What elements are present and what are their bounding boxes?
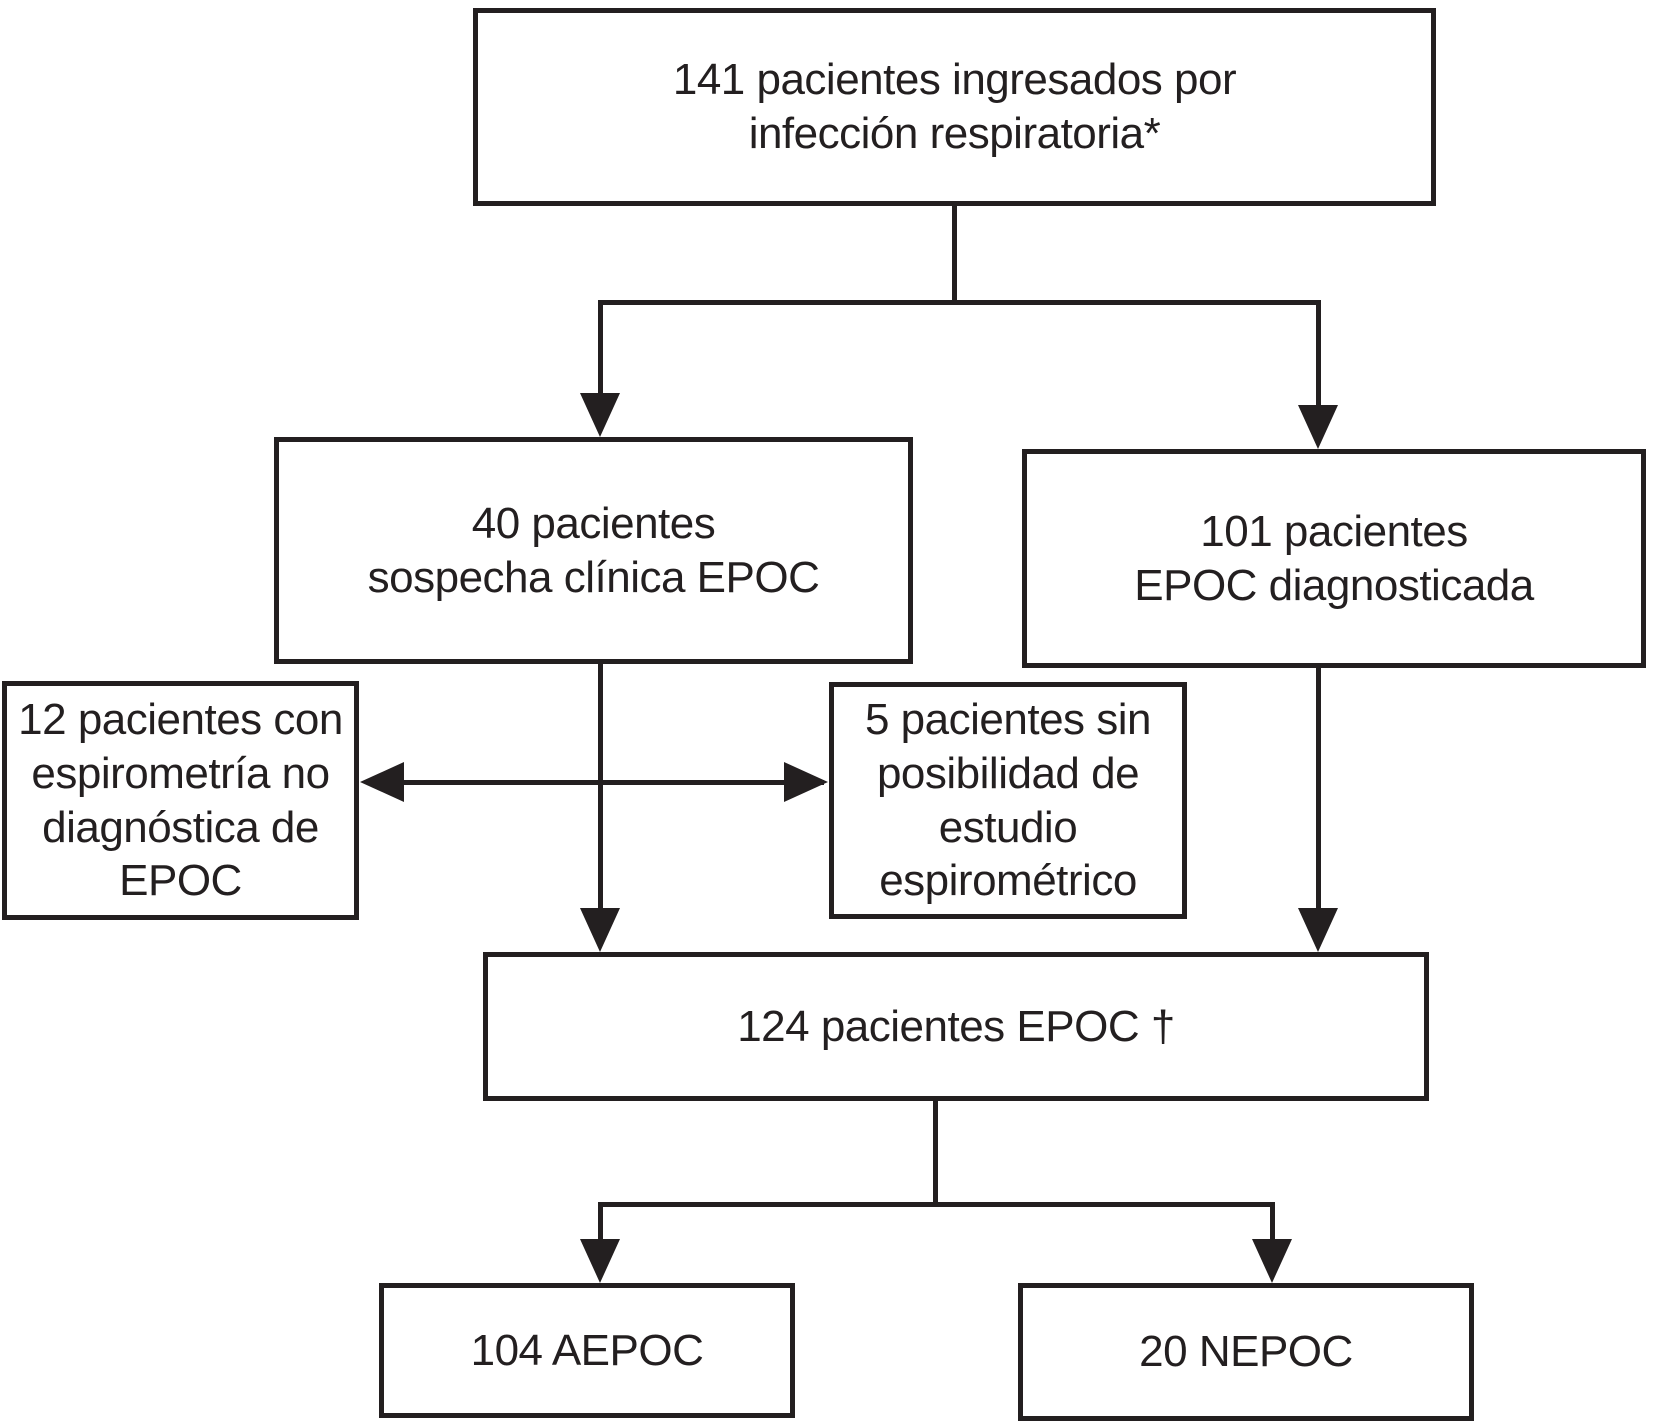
flow-node-copd-total-label: 124 pacientes EPOC † xyxy=(737,1001,1175,1051)
flow-node-non-diagnostic-spirometry: 12 pacientes con espirometría no diagnós… xyxy=(2,681,359,920)
flow-node-nepoc-label: 20 NEPOC xyxy=(1139,1327,1353,1377)
edge-admitted-branch-line xyxy=(598,300,1321,305)
arrow-down-icon xyxy=(1252,1239,1292,1283)
flow-node-no-spirometry-possible: 5 pacientes sin posibilidad de estudio e… xyxy=(829,682,1187,919)
flow-node-diagnosed-copd-label: 101 pacientes EPOC diagnosticada xyxy=(1134,506,1534,610)
edge-copd-stem-line xyxy=(933,1099,938,1207)
flow-node-nepoc: 20 NEPOC xyxy=(1018,1283,1474,1421)
flow-node-diagnosed-copd: 101 pacientes EPOC diagnosticada xyxy=(1022,449,1646,668)
flow-node-copd-total: 124 pacientes EPOC † xyxy=(483,952,1429,1101)
edge-copd-to-nepoc-line xyxy=(1270,1202,1275,1244)
arrow-down-icon xyxy=(580,908,620,952)
edge-exclusions-line xyxy=(392,780,824,785)
arrow-down-icon xyxy=(1298,405,1338,449)
edge-diagnosed-to-copd-line xyxy=(1316,665,1321,911)
edge-admitted-stem-line xyxy=(952,203,957,305)
flow-node-aepoc: 104 AEPOC xyxy=(379,1283,795,1418)
edge-copd-to-aepoc-line xyxy=(598,1202,603,1244)
arrow-down-icon xyxy=(580,1239,620,1283)
arrow-down-icon xyxy=(580,393,620,437)
edge-admitted-to-diagnosed-line xyxy=(1316,300,1321,408)
flow-node-aepoc-label: 104 AEPOC xyxy=(470,1325,704,1375)
flow-node-non-diagnostic-spirometry-label: 12 pacientes con espirometría no diagnós… xyxy=(18,695,343,906)
flow-node-admitted-label: 141 pacientes ingresados por infección r… xyxy=(672,55,1237,158)
edge-suspected-to-copd-line xyxy=(598,661,603,911)
edge-admitted-to-suspected-line xyxy=(598,300,603,396)
arrow-right-icon xyxy=(784,762,828,802)
flow-node-no-spirometry-possible-label: 5 pacientes sin posibilidad de estudio e… xyxy=(864,695,1152,906)
flow-node-admitted: 141 pacientes ingresados por infección r… xyxy=(473,8,1436,206)
arrow-left-icon xyxy=(360,762,404,802)
arrow-down-icon xyxy=(1298,908,1338,952)
flow-node-suspected-copd-label: 40 pacientes sospecha clínica EPOC xyxy=(367,498,820,602)
flow-node-suspected-copd: 40 pacientes sospecha clínica EPOC xyxy=(274,437,913,664)
edge-copd-branch-line xyxy=(598,1202,1275,1207)
